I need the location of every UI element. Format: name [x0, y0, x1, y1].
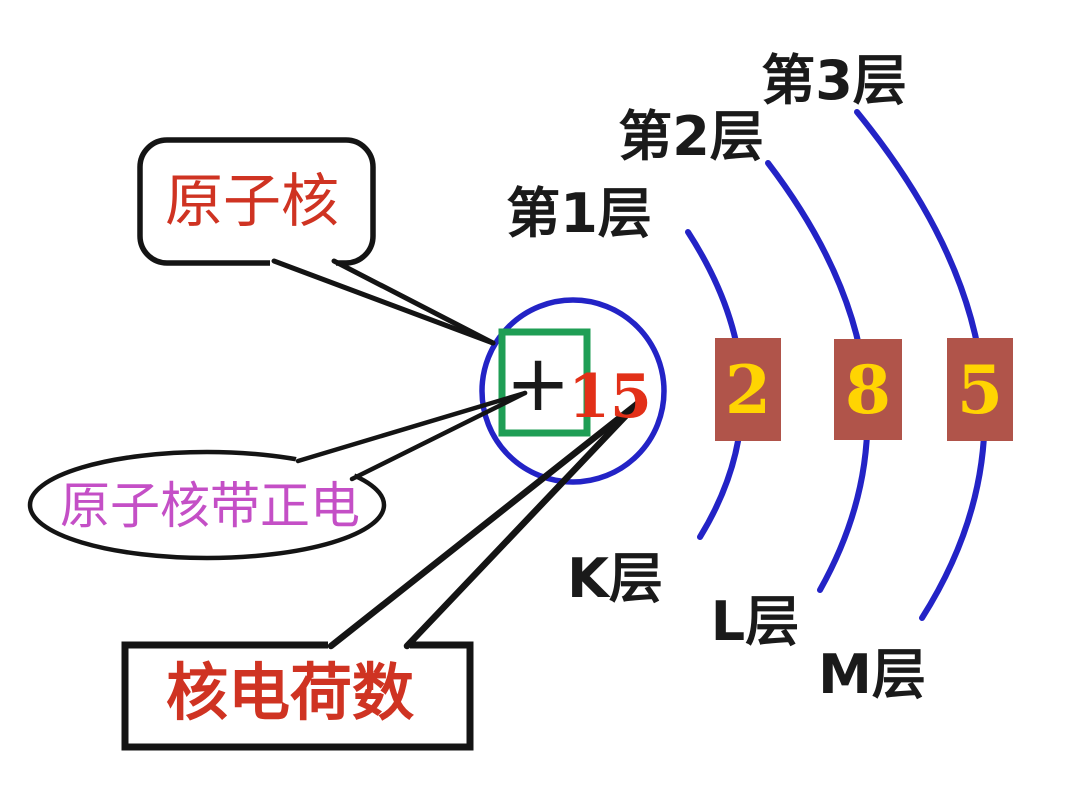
electron-count-box-k — [715, 338, 781, 441]
positive-charge-ellipse — [27, 449, 387, 561]
charge-count-box — [121, 641, 474, 751]
electron-count-k: 2 — [725, 351, 771, 429]
layer-label-l: L层 — [711, 590, 799, 653]
nucleus-callout-tail-gap — [270, 256, 336, 267]
charge-count-tail-line-left — [327, 400, 641, 650]
charge-count-tail-line-right — [403, 400, 641, 650]
nucleus-callout-tail-line-lower — [331, 258, 496, 346]
nucleus-box — [498, 328, 591, 437]
electron-count-box-m — [947, 338, 1013, 441]
charge-count-tail-gap — [328, 640, 410, 651]
layer-label-m: M层 — [818, 643, 926, 706]
layer-label-k: K层 — [567, 547, 663, 610]
electron-count-m: 5 — [957, 351, 1003, 429]
charge-count-callout: 核电荷数 — [121, 400, 641, 751]
nucleus-callout-label: 原子核 — [165, 167, 339, 235]
positive-charge-callout: 原子核带正电 — [27, 390, 528, 561]
nucleus-callout-bubble — [137, 137, 376, 266]
electron-count-l: 8 — [845, 351, 891, 429]
positive-charge-tail-line-lower — [349, 390, 528, 482]
nucleus-circle — [479, 297, 667, 485]
positive-charge-label: 原子核带正电 — [60, 477, 360, 535]
nucleus-callout-tail-line-upper — [271, 258, 496, 346]
ring-label-1: 第1层 — [506, 182, 652, 245]
positive-charge-tail-gap — [294, 452, 356, 484]
plus-sign: + — [505, 339, 570, 429]
ring-label-2: 第2层 — [618, 105, 764, 168]
positive-charge-tail-line-upper — [295, 390, 528, 464]
nucleus-callout: 原子核 — [137, 137, 496, 346]
ring-label-3: 第3层 — [761, 49, 907, 112]
electron-count-box-l — [834, 339, 902, 440]
charge-count-label: 核电荷数 — [166, 656, 414, 729]
charge-number: 15 — [568, 362, 652, 432]
